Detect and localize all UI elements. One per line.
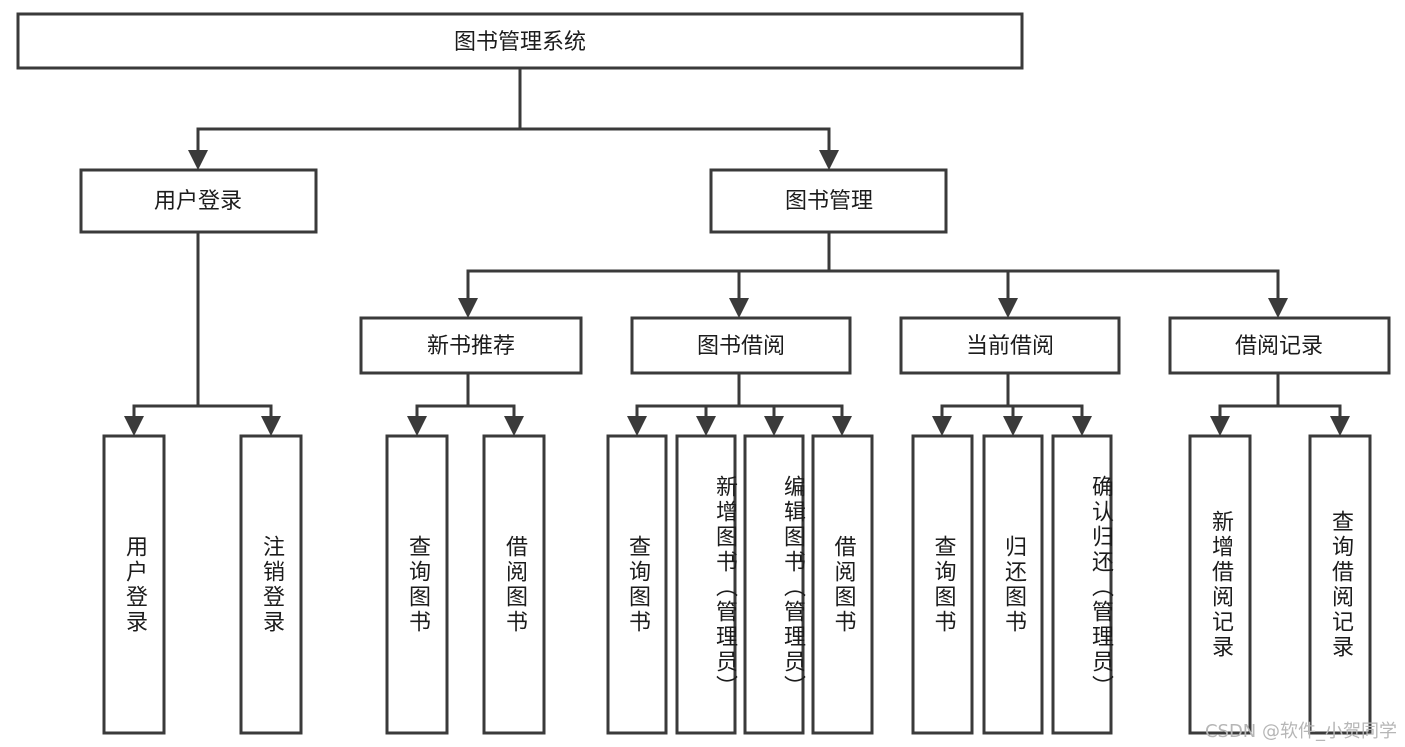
node-new-book-recommend-label: 新书推荐 (427, 334, 515, 359)
leaf-label-add-borrow-record: 新增借阅记录 (1208, 509, 1233, 660)
leaf-box-return-book[interactable] (982, 434, 1044, 735)
leaf-label-user-login: 用户登录 (122, 534, 147, 635)
leaf-label-query-borrow-record: 查询借阅记录 (1328, 509, 1353, 660)
watermark-text: CSDN @软件_小贺同学 (1204, 721, 1397, 742)
arrowhead-leaf-query-book-recommend (407, 416, 427, 436)
leaf-box-borrow-book-recommend[interactable] (482, 434, 546, 735)
arrowhead-leaf-logout-login (261, 416, 281, 436)
leaf-label-logout-login: 注销登录 (259, 534, 284, 635)
arrowhead-leaf-user-login (124, 416, 144, 436)
node-root[interactable]: 图书管理系统 (16, 12, 1024, 70)
arrowhead-current-borrow (998, 298, 1018, 318)
leaf-label-query-book-recommend: 查询图书 (405, 534, 430, 635)
leaf-box-add-borrow-record[interactable] (1188, 434, 1252, 735)
node-new-book-recommend[interactable]: 新书推荐 (359, 316, 583, 375)
arrowhead-leaf-edit-book-admin (764, 416, 784, 436)
node-borrow-record-label: 借阅记录 (1235, 334, 1323, 359)
arrowhead-new-book-recommend (458, 298, 478, 318)
leaf-box-query-book-borrow[interactable] (606, 434, 668, 735)
arrowhead-borrow-record (1268, 298, 1288, 318)
leaf-box-confirm-return-admin[interactable] (1051, 434, 1113, 735)
node-borrow-record[interactable]: 借阅记录 (1168, 316, 1391, 375)
node-book-borrow-label: 图书借阅 (697, 334, 785, 359)
node-book-management-box[interactable] (709, 168, 948, 234)
leaf-box-logout-login[interactable] (239, 434, 303, 735)
arrowhead-leaf-borrow-book (832, 416, 852, 436)
leaf-box-query-book-recommend[interactable] (385, 434, 449, 735)
node-book-borrow[interactable]: 图书借阅 (630, 316, 852, 375)
arrowhead-book-borrow (729, 298, 749, 318)
leaf-box-query-book-current[interactable] (911, 434, 974, 735)
leaf-box-query-borrow-record[interactable] (1308, 434, 1372, 735)
leaf-label-borrow-book-recommend: 借阅图书 (502, 534, 527, 635)
leaf-box-borrow-book[interactable] (811, 434, 874, 735)
leaf-label-edit-book-admin: 编辑图书（管理员） (780, 475, 805, 700)
node-user-login-box[interactable] (79, 168, 318, 234)
node-current-borrow-box[interactable] (899, 316, 1121, 375)
node-current-borrow[interactable]: 当前借阅 (899, 316, 1121, 375)
arrowhead-leaf-confirm-return-admin (1072, 416, 1092, 436)
leaf-label-add-book-admin: 新增图书（管理员） (712, 475, 737, 700)
leaf-label-query-book-borrow: 查询图书 (625, 534, 650, 635)
leaf-box-user-login[interactable] (102, 434, 166, 735)
leaf-box-add-book-admin[interactable] (675, 434, 737, 735)
connector-layer (124, 66, 1350, 436)
leaf-box-layer (102, 434, 1372, 735)
arrowhead-book-management (819, 150, 839, 170)
node-current-borrow-label: 当前借阅 (966, 334, 1054, 359)
arrowhead-leaf-query-book-current (932, 416, 952, 436)
node-user-login[interactable]: 用户登录 (79, 168, 318, 234)
arrowhead-leaf-return-book (1003, 416, 1023, 436)
node-new-book-recommend-box[interactable] (359, 316, 583, 375)
arrowhead-user-login (188, 150, 208, 170)
node-book-management-label: 图书管理 (785, 189, 873, 214)
arrowhead-leaf-add-book-admin (696, 416, 716, 436)
leaf-label-borrow-book: 借阅图书 (830, 534, 856, 635)
arrowhead-leaf-query-book-borrow (627, 416, 647, 436)
node-book-management[interactable]: 图书管理 (709, 168, 948, 234)
node-book-borrow-box[interactable] (630, 316, 852, 375)
arrowhead-leaf-borrow-book-recommend (504, 416, 524, 436)
arrowhead-leaf-add-borrow-record (1210, 416, 1230, 436)
leaf-label-return-book: 归还图书 (1001, 534, 1026, 635)
node-borrow-record-box[interactable] (1168, 316, 1391, 375)
node-root-box[interactable] (16, 12, 1024, 70)
node-root-label: 图书管理系统 (454, 30, 586, 55)
arrowhead-leaf-query-borrow-record (1330, 416, 1350, 436)
leaf-label-confirm-return-admin: 确认归还（管理员） (1088, 475, 1113, 700)
leaf-label-query-book-current: 查询图书 (930, 534, 956, 635)
node-user-login-label: 用户登录 (154, 189, 242, 214)
leaf-box-edit-book-admin[interactable] (743, 434, 805, 735)
